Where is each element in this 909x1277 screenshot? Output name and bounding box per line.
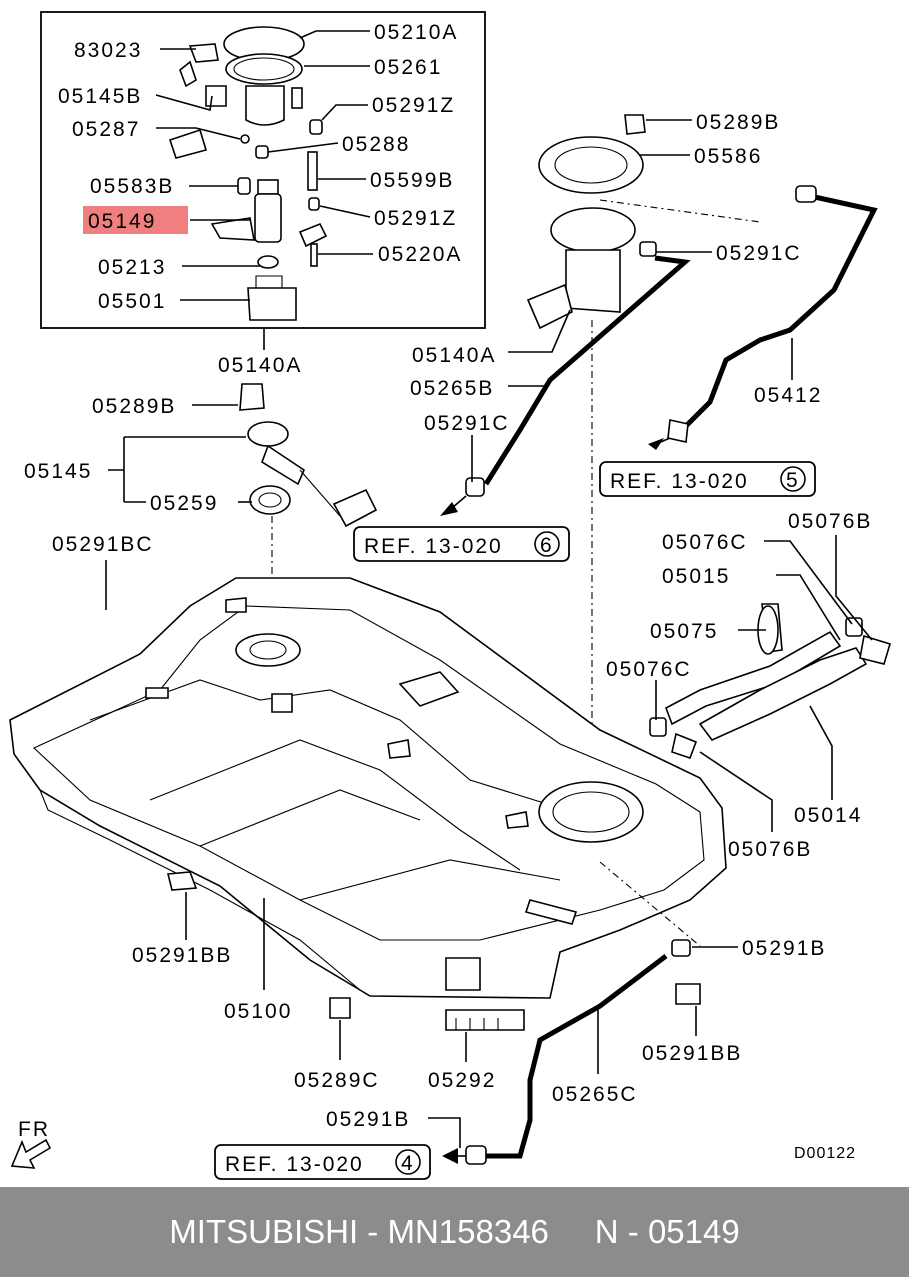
callout-05213: 05213 (98, 256, 166, 279)
callout-05289C: 05289C (294, 1069, 380, 1092)
callout-05140A-box: 05140A (218, 354, 302, 377)
sender-unit-leaders (105, 404, 252, 610)
callout-05261: 05261 (374, 56, 442, 79)
callout-05265C: 05265C (552, 1083, 638, 1106)
callout-05291Z-b: 05291Z (374, 207, 457, 230)
callout-05014: 05014 (794, 804, 862, 827)
ref-arrows (440, 437, 671, 1164)
callout-05583B: 05583B (90, 175, 174, 198)
footer-separator-2: - (618, 1213, 648, 1250)
callout-05076C-a: 05076C (662, 531, 748, 554)
lower-parts-leaders (185, 892, 738, 1148)
filler-hoses (649, 603, 891, 760)
callout-05076C-b: 05076C (606, 658, 692, 681)
callout-05291BB-a: 05291BB (132, 944, 232, 967)
callout-05292: 05292 (428, 1069, 496, 1092)
callout-05291C-b: 05291C (424, 412, 510, 435)
filler-hoses-leaders (655, 535, 873, 832)
main-assembly-leaders (471, 119, 793, 482)
callout-05140A: 05140A (412, 344, 496, 367)
reference-box-6: REF. 13-020 6 (353, 526, 570, 562)
callout-05075: 05075 (650, 620, 718, 643)
callout-05291B-b: 05291B (326, 1108, 410, 1131)
callout-05145B: 05145B (58, 85, 142, 108)
fuel-pump-module-exploded (168, 26, 328, 321)
callout-05076B-b: 05076B (728, 838, 812, 861)
front-direction-marker: FR (10, 1118, 52, 1169)
callout-05289B-a: 05289B (696, 111, 780, 134)
parts-diagram: REF. 13-020 5 REF. 13-020 6 REF. 13-020 … (9, 11, 891, 1180)
svg-text:REF. 13-020: REF. 13-020 (364, 535, 503, 558)
callout-05289B-b: 05289B (92, 395, 176, 418)
callout-05288: 05288 (342, 133, 410, 156)
callout-05291B-a: 05291B (742, 937, 826, 960)
fuel-pump-module-installed (465, 114, 878, 780)
svg-text:6: 6 (540, 534, 554, 557)
highlight-05149 (83, 206, 188, 234)
callout-05291C-a: 05291C (716, 242, 802, 265)
part-info-footer: MITSUBISHI - MN158346 N - 05149 (0, 1187, 909, 1277)
callout-05100: 05100 (224, 1000, 292, 1023)
callout-05501: 05501 (98, 290, 166, 313)
callout-05015: 05015 (662, 565, 730, 588)
svg-text:REF. 13-020: REF. 13-020 (225, 1153, 364, 1176)
callout-05210A: 05210A (374, 21, 458, 44)
lower-parts (166, 861, 701, 1165)
callout-05220A: 05220A (378, 243, 462, 266)
callout-05291BB-b: 05291BB (642, 1042, 742, 1065)
diagram-code: D00122 (794, 1145, 856, 1162)
callout-05265B: 05265B (410, 377, 494, 400)
svg-text:REF. 13-020: REF. 13-020 (610, 470, 749, 493)
callout-labels: 83023 05210A 05261 05145B 05291Z 05287 0… (24, 21, 872, 1131)
callout-05599B: 05599B (370, 169, 454, 192)
callout-83023: 83023 (74, 39, 142, 62)
svg-text:5: 5 (786, 469, 800, 492)
reference-box-5: REF. 13-020 5 (599, 461, 816, 497)
svg-text:FR: FR (18, 1118, 50, 1141)
fuel-sender-unit (239, 383, 378, 640)
callout-05145: 05145 (24, 460, 92, 483)
reference-number: 05149 (647, 1213, 740, 1250)
footer-gap (549, 1213, 595, 1251)
callout-05291Z-a: 05291Z (372, 94, 455, 117)
callout-05149: 05149 (88, 210, 156, 233)
n-label: N (594, 1213, 619, 1250)
callout-05586: 05586 (694, 145, 762, 168)
pump-assembly-frame (40, 11, 486, 329)
callout-05291BC: 05291BC (52, 533, 154, 556)
callout-05259: 05259 (150, 492, 218, 515)
pump-assembly-leaders (155, 30, 373, 350)
svg-text:4: 4 (401, 1152, 415, 1175)
brand-name: MITSUBISHI (169, 1213, 359, 1250)
reference-box-4: REF. 13-020 4 (214, 1144, 431, 1180)
part-number: MN158346 (387, 1213, 549, 1250)
footer-separator: - (358, 1213, 388, 1250)
callout-05287: 05287 (72, 118, 140, 141)
callout-05076B-a: 05076B (788, 510, 872, 533)
fuel-tank (9, 577, 727, 999)
callout-05412: 05412 (754, 384, 822, 407)
